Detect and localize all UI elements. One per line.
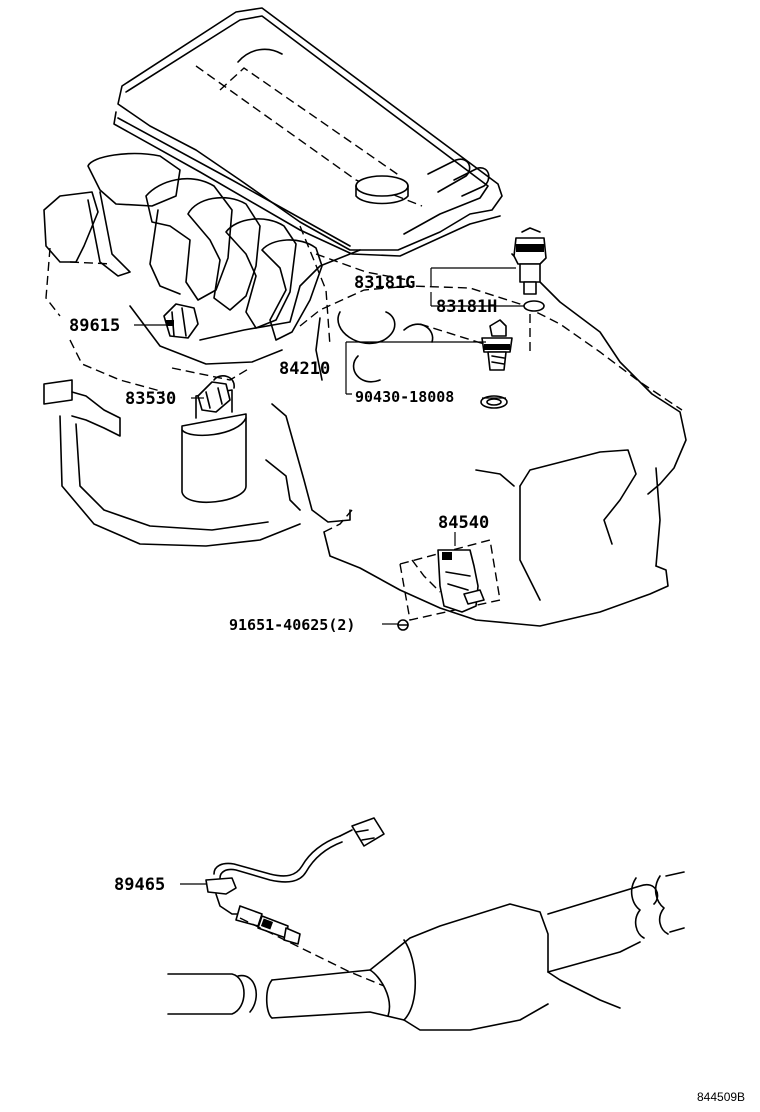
oxygen-sensor-icon xyxy=(205,817,385,945)
callout-90430-18008: 90430-18008 xyxy=(355,388,454,406)
oil-filter-icon xyxy=(181,413,247,504)
gasket-icon xyxy=(523,300,545,312)
sensor-bracket-icon xyxy=(437,549,485,613)
gasket-icon xyxy=(480,395,508,409)
callout-84540: 84540 xyxy=(438,513,489,533)
callout-91651-40625: 91651-40625(2) xyxy=(229,616,355,634)
callout-83181g: 83181G xyxy=(354,273,415,293)
oil-filler-cap-icon xyxy=(355,175,409,197)
leader-lines xyxy=(134,267,524,987)
drawing-code: 844509B xyxy=(697,1090,745,1104)
callout-84210: 84210 xyxy=(279,359,330,379)
callout-89465: 89465 xyxy=(114,875,165,895)
knock-sensor-icon xyxy=(163,303,199,339)
temperature-sensor-icon xyxy=(513,227,547,295)
callout-83530: 83530 xyxy=(125,389,176,409)
engine-block-icon xyxy=(43,7,687,627)
bolt-icon xyxy=(397,619,409,631)
crank-position-sensor-icon xyxy=(197,375,235,413)
oil-pressure-switch-icon xyxy=(481,319,513,371)
callout-89615: 89615 xyxy=(69,316,120,336)
callout-83181h: 83181H xyxy=(436,297,497,317)
exhaust-catalytic-converter-icon xyxy=(167,871,685,1031)
